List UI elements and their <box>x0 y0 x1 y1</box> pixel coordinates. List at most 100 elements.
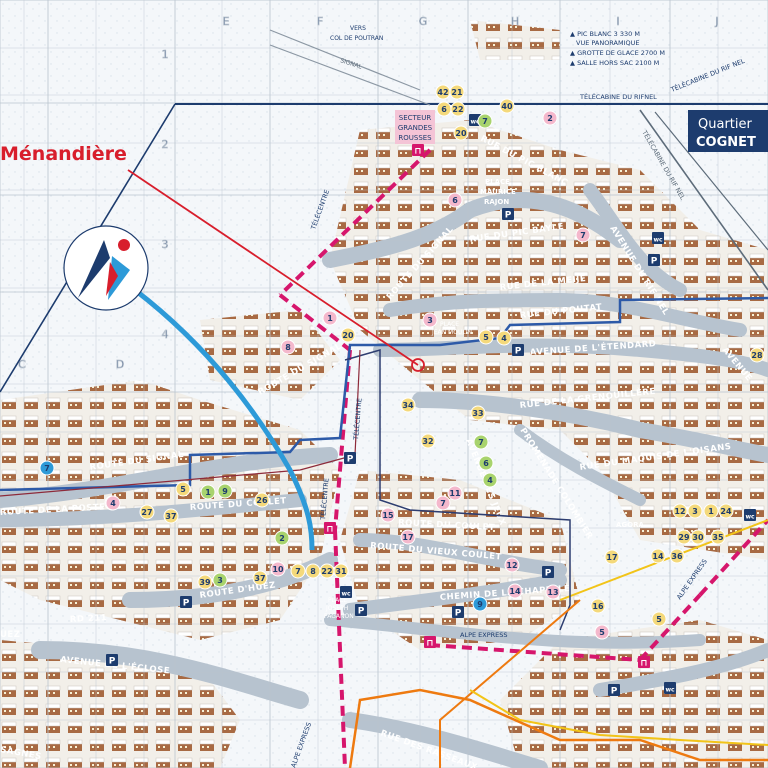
poi-number: 35 <box>712 533 724 542</box>
poi-marker[interactable]: 35 <box>710 529 726 545</box>
note: VUE PANORAMIQUE <box>576 39 640 47</box>
poi-marker[interactable]: 6 <box>478 455 494 471</box>
place-label: PLACE <box>485 178 510 186</box>
poi-marker[interactable]: 9 <box>217 483 233 499</box>
poi-marker[interactable]: 21 <box>449 84 465 100</box>
poi-marker[interactable]: 8 <box>305 563 321 579</box>
info-logo-mark <box>108 256 130 300</box>
poi-marker[interactable]: 2 <box>542 110 558 126</box>
poi-marker[interactable]: 36 <box>669 548 685 564</box>
poi-marker[interactable]: 3 <box>422 312 438 328</box>
place-label: JEAN MOULIN <box>431 329 472 336</box>
poi-marker[interactable]: 26 <box>254 492 270 508</box>
poi-marker[interactable]: 34 <box>400 397 416 413</box>
lift-label: TÉLÉCENTRE <box>318 478 331 522</box>
poi-marker[interactable]: 13 <box>545 584 561 600</box>
poi-marker[interactable]: 6 <box>436 101 452 117</box>
poi-marker[interactable]: 12 <box>672 503 688 519</box>
quartier-cognet-box[interactable]: Quartier COGNET <box>688 110 768 152</box>
poi-marker[interactable]: 22 <box>319 563 335 579</box>
wc-icon: wc <box>340 586 352 598</box>
poi-marker[interactable]: 37 <box>163 508 179 524</box>
poi-marker[interactable]: 31 <box>333 563 349 579</box>
poi-number: 14 <box>509 587 521 596</box>
poi-marker[interactable]: 4 <box>482 472 498 488</box>
poi-marker[interactable]: 3 <box>212 572 228 588</box>
poi-number: 4 <box>501 334 507 343</box>
svg-text:wc: wc <box>470 119 480 126</box>
secteur-grandes-rousses[interactable]: SECTEUR GRANDES ROUSSES <box>395 110 435 144</box>
poi-marker[interactable]: 12 <box>504 557 520 573</box>
poi-marker[interactable]: 37 <box>252 570 268 586</box>
lift-label: TÉLÉCENTRE <box>351 398 364 442</box>
tourist-info-logo[interactable] <box>63 225 149 311</box>
poi-marker[interactable]: 1 <box>200 484 216 500</box>
poi-marker[interactable]: 16 <box>590 598 606 614</box>
info-logo-mark <box>78 240 110 298</box>
note: ▲ PIC BLANC 3 330 M <box>570 30 640 38</box>
poi-marker[interactable]: 20 <box>340 327 356 343</box>
poi-number: 7 <box>482 117 488 126</box>
poi-marker[interactable]: 15 <box>380 507 396 523</box>
poi-marker[interactable]: 1 <box>322 310 338 326</box>
poi-marker[interactable]: 30 <box>690 529 706 545</box>
poi-marker[interactable]: 7 <box>39 460 55 476</box>
poi-marker[interactable]: 5 <box>478 329 494 345</box>
poi-marker[interactable]: 7 <box>575 227 591 243</box>
poi-marker[interactable]: 3 <box>687 503 703 519</box>
note: ▲ GROTTE DE GLACE 2700 M <box>570 49 665 57</box>
grid-row-label: 1 <box>162 48 169 61</box>
svg-text:P: P <box>109 657 116 667</box>
poi-marker[interactable]: 7 <box>477 113 493 129</box>
poi-number: 33 <box>472 409 483 418</box>
poi-marker[interactable]: 33 <box>470 405 486 421</box>
poi-marker[interactable]: 11 <box>447 485 463 501</box>
lift-label: TÉLÉCABINE DU RIFNEL <box>579 92 657 101</box>
poi-marker[interactable]: 10 <box>270 561 286 577</box>
poi-marker[interactable]: 7 <box>473 434 489 450</box>
poi-number: 4 <box>110 499 116 508</box>
poi-marker[interactable]: 5 <box>175 481 191 497</box>
poi-marker[interactable]: 40 <box>499 98 515 114</box>
svg-text:⊓: ⊓ <box>414 147 421 157</box>
poi-marker[interactable]: 29 <box>676 529 692 545</box>
parking-icon: P <box>608 684 620 697</box>
poi-marker[interactable]: 8 <box>280 339 296 355</box>
poi-marker[interactable]: 39 <box>197 574 213 590</box>
poi-number: 8 <box>285 343 291 352</box>
poi-marker[interactable]: 2 <box>274 530 290 546</box>
poi-marker[interactable]: 7 <box>290 563 306 579</box>
info-logo-mark <box>106 262 118 296</box>
poi-number: 3 <box>217 576 223 585</box>
poi-marker[interactable]: 42 <box>435 84 451 100</box>
poi-marker[interactable]: 5 <box>651 611 667 627</box>
poi-marker[interactable]: 17 <box>604 549 620 565</box>
poi-marker[interactable]: 17 <box>400 529 416 545</box>
poi-marker[interactable]: 6 <box>447 192 463 208</box>
place-label: AGORA <box>616 521 645 529</box>
poi-number: 20 <box>455 129 467 138</box>
poi-marker[interactable]: 22 <box>450 101 466 117</box>
poi-number: 26 <box>256 496 268 505</box>
poi-marker[interactable]: 4 <box>496 330 512 346</box>
poi-marker[interactable]: 28 <box>749 347 765 363</box>
poi-marker[interactable]: 14 <box>650 548 666 564</box>
poi-marker[interactable]: 32 <box>420 433 436 449</box>
poi-marker[interactable]: 27 <box>139 504 155 520</box>
poi-marker[interactable]: 24 <box>718 503 734 519</box>
poi-marker[interactable]: 1 <box>703 503 719 519</box>
poi-marker[interactable]: 5 <box>594 624 610 640</box>
poi-marker[interactable]: 9 <box>472 596 488 612</box>
svg-text:wc: wc <box>745 514 755 521</box>
poi-number: 22 <box>321 567 332 576</box>
place-label: PLACE <box>440 321 459 328</box>
poi-marker[interactable]: 4 <box>105 495 121 511</box>
quartier-label: Quartier <box>698 117 752 132</box>
poi-marker[interactable]: 14 <box>507 583 523 599</box>
poi-marker[interactable]: 20 <box>453 125 469 141</box>
grid-column-label: J <box>714 15 718 28</box>
poi-number: 21 <box>451 88 463 97</box>
poi-marker[interactable]: 7 <box>435 495 451 511</box>
